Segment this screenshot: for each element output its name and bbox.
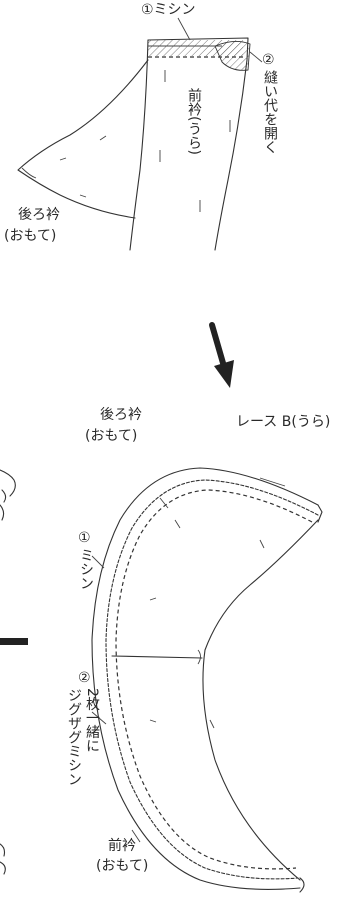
top-seam-leader [249,51,263,63]
bottom-front-collar-side-label: (おもて) [96,858,149,874]
top-mishin-leader [177,17,191,41]
top-front-collar-label: 前衿(うら) [186,88,202,155]
top-mishin-label: ①ミシン [141,2,196,18]
step-arrow [209,322,234,388]
step2-zigzag-label: ジグザグミシン [66,688,82,786]
step1-number: ① [78,530,91,546]
bottom-collar-piece [91,467,323,893]
step2-together-label: 2枚一緒に [84,688,100,753]
bottom-leaders [91,477,286,843]
top-seam-step-number: ② [262,52,275,68]
top-back-collar-side-label: (おもて) [4,228,57,244]
bottom-back-collar-label: 後ろ衿 [100,407,142,423]
top-back-collar-piece [17,59,149,219]
top-seam-open-label: 縫い代を開く [262,70,278,154]
top-front-collar-piece [129,37,249,251]
bottom-front-collar-label: 前衿 [108,838,136,854]
step1-mishin-label: ミシン [78,548,94,590]
top-back-collar-label: 後ろ衿 [18,207,60,223]
top-seam-allowance [148,40,251,71]
bottom-back-collar-side-label: (おもて) [85,428,138,444]
left-adjacent-fragment [0,469,28,875]
lace-b-label: レース B(うら) [236,414,331,430]
step2-number: ② [78,670,91,686]
